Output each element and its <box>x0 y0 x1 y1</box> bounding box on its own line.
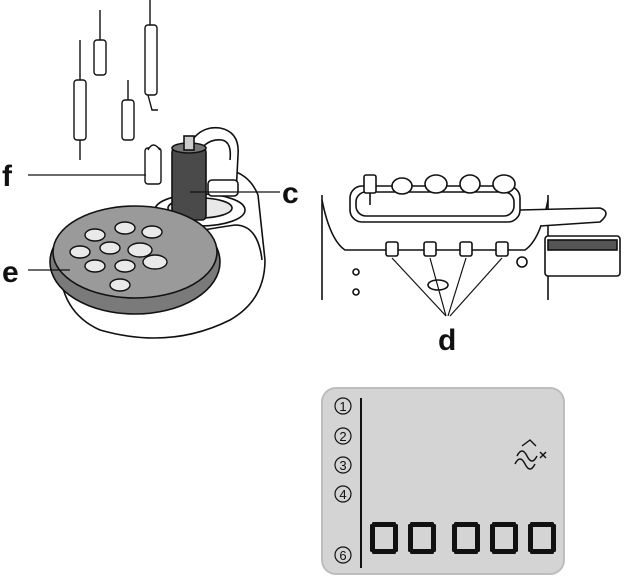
sample-changer-illustration <box>28 0 280 339</box>
svg-text:4: 4 <box>339 487 346 502</box>
lcd-row-6: 6 <box>334 546 352 564</box>
lcd-segment <box>530 522 554 527</box>
lcd-segment <box>372 522 396 527</box>
stirrer-icon <box>514 439 547 470</box>
svg-text:2: 2 <box>339 429 346 444</box>
lcd-display: 1 2 3 4 6 00000 <box>321 387 565 575</box>
lcd-segment <box>492 549 516 554</box>
svg-text:6: 6 <box>339 548 346 563</box>
lcd-segment <box>551 524 556 552</box>
lcd-row-1: 1 <box>334 397 352 415</box>
callout-c: c <box>282 177 299 210</box>
rear-panel-illustration <box>321 174 621 317</box>
lcd-row-4: 4 <box>334 485 352 503</box>
lcd-digit-2: 0 <box>408 522 436 554</box>
svg-text:1: 1 <box>339 399 346 414</box>
lcd-segment <box>530 549 554 554</box>
callout-f: f <box>2 160 13 193</box>
lcd-segment <box>452 524 457 552</box>
lcd-segment <box>528 524 533 552</box>
lcd-segment <box>490 524 495 552</box>
lcd-digit-1: 0 <box>370 522 398 554</box>
lcd-segment <box>492 522 516 527</box>
lcd-segment <box>408 524 413 552</box>
lcd-segment <box>393 524 398 552</box>
lcd-digit-5: 0 <box>528 522 556 554</box>
lcd-digit-group: 00000 <box>370 522 556 554</box>
lcd-segment <box>410 522 434 527</box>
lcd-segment <box>454 522 478 527</box>
callout-e: e <box>2 256 19 289</box>
lcd-segment <box>513 524 518 552</box>
callout-d: d <box>438 324 456 357</box>
lcd-segment <box>431 524 436 552</box>
lcd-segment <box>454 549 478 554</box>
svg-text:3: 3 <box>339 458 346 473</box>
lcd-segment <box>372 549 396 554</box>
lcd-segment <box>370 524 375 552</box>
lcd-segment <box>475 524 480 552</box>
lcd-row-3: 3 <box>334 456 352 474</box>
lcd-segment <box>410 549 434 554</box>
lcd-row-2: 2 <box>334 427 352 445</box>
lcd-digit-4: 0 <box>490 522 518 554</box>
lcd-digit-3: 0 <box>452 522 480 554</box>
